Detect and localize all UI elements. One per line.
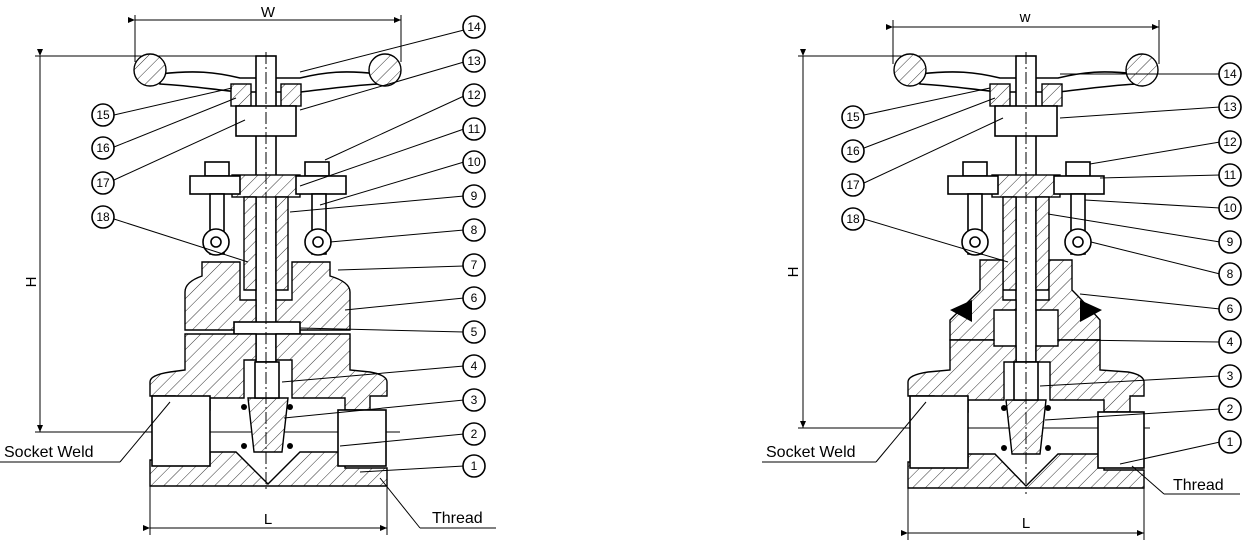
callout-number: 17 bbox=[96, 176, 110, 190]
bonnet-right-half bbox=[1035, 259, 1101, 341]
valve-figure-right: w H L bbox=[762, 9, 1242, 540]
callout-number: 15 bbox=[96, 108, 110, 122]
callout-number: 1 bbox=[471, 459, 478, 473]
callout-number: 8 bbox=[1227, 267, 1234, 281]
height-label: H bbox=[785, 267, 802, 278]
bonnet-left-half bbox=[949, 259, 1017, 341]
callout-number: 16 bbox=[846, 144, 860, 158]
callout-number: 14 bbox=[467, 20, 481, 34]
seal-weld-left bbox=[950, 300, 972, 322]
callout-number: 6 bbox=[1227, 302, 1234, 316]
callout-number: 13 bbox=[467, 54, 481, 68]
seal-weld-right bbox=[1080, 300, 1102, 322]
callout-number: 3 bbox=[471, 393, 478, 407]
socket-weld-label: Socket Weld bbox=[766, 444, 856, 461]
callout-number: 12 bbox=[467, 88, 481, 102]
callout-number: 2 bbox=[1227, 402, 1234, 416]
callout-number: 9 bbox=[1227, 235, 1234, 249]
callout-number: 11 bbox=[1224, 168, 1237, 182]
callout-number: 12 bbox=[1223, 135, 1237, 149]
callout-number: 1 bbox=[1227, 435, 1234, 449]
callout-number: 3 bbox=[1227, 369, 1234, 383]
height-label: H bbox=[23, 277, 40, 288]
socket-weld-label: Socket Weld bbox=[4, 444, 94, 461]
gasket bbox=[233, 321, 301, 335]
wedge bbox=[247, 397, 289, 453]
valve-figure-left: W H L bbox=[0, 4, 496, 535]
handwheel bbox=[893, 53, 1159, 93]
callout-number: 18 bbox=[96, 210, 110, 224]
body-right-upper bbox=[275, 333, 388, 411]
callout-number: 4 bbox=[471, 359, 478, 373]
bonnet-right-half bbox=[275, 261, 351, 331]
length-label: L bbox=[264, 511, 272, 528]
callout-balloons: 14 13 12 11 10 9 8 7 6 5 4 3 2 1 15 16 1… bbox=[91, 15, 486, 478]
callout-number: 16 bbox=[96, 141, 110, 155]
callout-number: 10 bbox=[467, 155, 481, 169]
width-label: w bbox=[1019, 9, 1031, 26]
callout-number: 7 bbox=[471, 258, 478, 272]
callout-number: 4 bbox=[1227, 335, 1234, 349]
callout-number: 13 bbox=[1223, 100, 1237, 114]
callout-number: 14 bbox=[1223, 67, 1237, 81]
callout-number: 17 bbox=[846, 178, 860, 192]
callout-number: 11 bbox=[468, 122, 481, 136]
body-right-upper bbox=[1035, 339, 1145, 413]
length-label: L bbox=[1022, 515, 1030, 532]
callout-number: 6 bbox=[471, 291, 478, 305]
bonnet-left-half bbox=[184, 261, 257, 331]
callout-number: 10 bbox=[1223, 201, 1237, 215]
body-left-upper bbox=[149, 333, 257, 411]
width-label: W bbox=[261, 4, 276, 21]
callout-number: 18 bbox=[846, 212, 860, 226]
thread-label: Thread bbox=[432, 510, 483, 527]
callout-number: 9 bbox=[471, 189, 478, 203]
callout-number: 5 bbox=[471, 325, 478, 339]
callout-balloons: 14 13 12 11 10 9 8 6 4 3 2 1 15 16 17 18 bbox=[841, 62, 1242, 465]
thread-label: Thread bbox=[1173, 477, 1224, 494]
callout-number: 15 bbox=[846, 110, 860, 124]
callout-number: 2 bbox=[471, 427, 478, 441]
callout-number: 8 bbox=[471, 223, 478, 237]
